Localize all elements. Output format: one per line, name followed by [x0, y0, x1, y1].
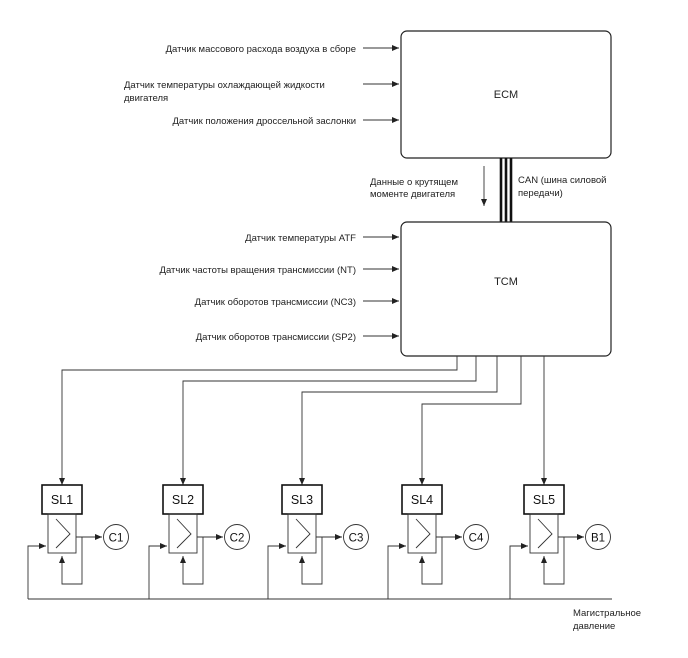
valve-symbol [295, 518, 311, 549]
can-bus [499, 158, 513, 224]
valve-body [529, 513, 559, 554]
torque-data-label: Данные о крутящем [370, 177, 458, 188]
valve-body [287, 513, 317, 554]
line-pressure-label: Магистральное [573, 608, 641, 619]
supply-line [267, 543, 286, 599]
valve-body [47, 513, 77, 554]
valve-symbol [55, 518, 71, 549]
tcm-box [400, 221, 612, 357]
solenoid-label: SL1 [51, 493, 73, 507]
ecm-input-throttle: Датчик положения дроссельной заслонки [172, 116, 356, 127]
solenoid-box [162, 484, 204, 515]
ecm-input-maf: Датчик массового расхода воздуха в сборе [166, 44, 356, 55]
supply-line [148, 543, 167, 599]
feedback-line [59, 537, 83, 585]
valve-body [407, 513, 437, 554]
tcm-title: TCM [494, 276, 518, 288]
feedback-line [180, 537, 204, 585]
feedback-line [419, 537, 443, 585]
clutch-label: C3 [349, 533, 364, 545]
ecm-input-coolant-temp: Датчик температуры охлаждающей жидкости [124, 80, 325, 91]
tcm-output-sl2 [180, 356, 477, 485]
solenoid-label: SL3 [291, 493, 313, 507]
clutch-circle [463, 524, 489, 550]
clutch-label: B1 [591, 533, 605, 545]
solenoid-box [41, 484, 83, 515]
solenoid-label: SL5 [533, 493, 555, 507]
solenoid-label: SL2 [172, 493, 194, 507]
can-label: CAN (шина силовой [518, 175, 606, 186]
clutch-circle [103, 524, 129, 550]
valve-symbol [537, 518, 553, 549]
clutch-label: C4 [469, 533, 484, 545]
solenoid-label: SL4 [411, 493, 433, 507]
tcm-output-sl4 [419, 356, 522, 485]
valve-body [168, 513, 198, 554]
can-label-cont: передачи) [518, 188, 563, 199]
tcm-input-atf-temp: Датчик температуры ATF [245, 233, 356, 244]
clutch-label: C2 [230, 533, 245, 545]
supply-line [27, 543, 46, 599]
feedback-line [299, 537, 323, 585]
torque-data-label-cont: моменте двигателя [370, 189, 455, 200]
tcm-input-nt: Датчик частоты вращения трансмиссии (NT) [160, 265, 356, 276]
line-pressure-label-cont: давление [573, 621, 615, 632]
clutch-circle [585, 524, 611, 550]
feedback-line [541, 537, 565, 585]
supply-line [387, 543, 406, 599]
valve-symbol [176, 518, 192, 549]
tcm-output-sl1 [59, 356, 458, 485]
tcm-output-sl3 [299, 356, 498, 485]
ecm-input-coolant-temp-cont: двигателя [124, 93, 168, 104]
tcm-input-nc3: Датчик оборотов трансмиссии (NC3) [195, 297, 356, 308]
valve-symbol [415, 518, 431, 549]
tcm-input-sp2: Датчик оборотов трансмиссии (SP2) [196, 332, 356, 343]
clutch-label: C1 [109, 533, 124, 545]
clutch-circle [224, 524, 250, 550]
ecm-title: ECM [494, 89, 518, 101]
clutch-circle [343, 524, 369, 550]
supply-line [509, 543, 528, 599]
